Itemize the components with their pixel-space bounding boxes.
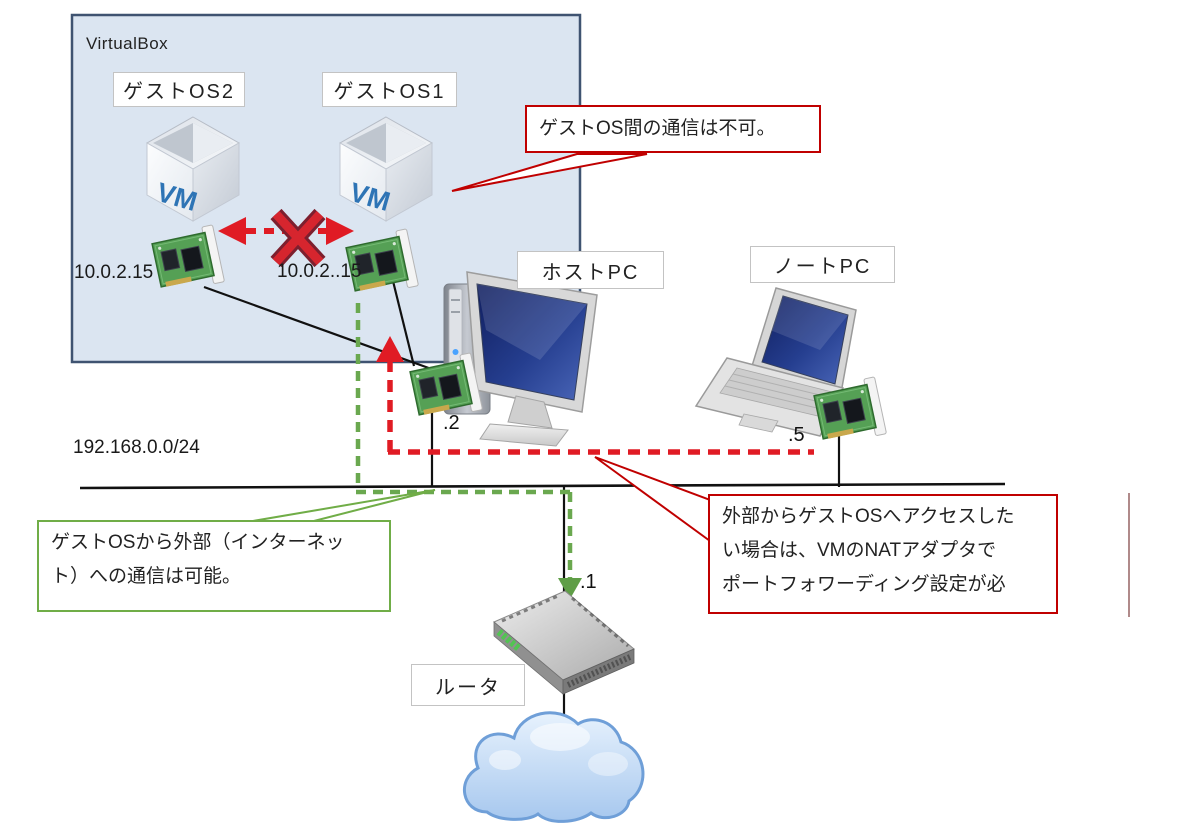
outbound-route-green [355,303,582,599]
cross-icon [270,208,326,268]
note-pc-label: ノートPC [750,246,895,283]
callout-inbound-line1: 外部からゲストOSへアクセスした [722,506,1015,527]
callout-pointer-right [594,456,711,543]
callout-pointer-top [451,153,648,192]
arrowhead-right-icon [326,217,354,245]
guest1-label: ゲストOS1 [322,72,457,107]
host-pc-label: ホストPC [517,251,664,289]
note-address-label: .5 [788,424,805,446]
network-segment-line [79,482,1006,490]
router-label: ルータ [411,664,525,706]
router-icon [493,590,635,695]
guest1-ip: 10.0.2..15 [277,261,362,282]
virtualbox-title: VirtualBox [86,34,169,53]
callout-inbound: 外部からゲストOSへアクセスした い場合は、VMのNATアダプタで ポートフォワ… [708,494,1058,614]
router-address-label: .1 [580,571,597,593]
callout-outbound: ゲストOSから外部（インターネッ ト）への通信は可能。 [37,520,391,612]
callout-inbound-line3: ポートフォワーディング設定が必 [722,574,1006,595]
arrowhead-left-icon [218,217,246,245]
blocked-guest-arrow [218,208,354,268]
inbound-route-red [376,336,814,455]
internet-cloud-icon [462,711,645,823]
guest2-ip: 10.0.2.15 [74,262,154,283]
callout-outbound-line2: ト）への通信は可能。 [51,566,242,587]
host-pc-icon [443,271,598,447]
note-pc-icon [694,287,857,437]
network-cidr-label: 192.168.0.0/24 [73,437,200,458]
callout-pointer-green [246,489,436,523]
red-arrowhead-up-icon [376,336,404,362]
callout-guest-block: ゲストOS間の通信は不可。 [525,105,821,153]
callout-outbound-line1: ゲストOSから外部（インターネッ [51,532,345,553]
guest2-label: ゲストOS2 [113,72,245,107]
guest1-to-hostnic-line [389,272,416,367]
green-arrowhead-icon [558,578,582,599]
host-address-label: .2 [443,412,460,434]
router-ports-icon [496,629,521,651]
callout-inbound-line2: い場合は、VMのNATアダプタで [722,540,997,561]
